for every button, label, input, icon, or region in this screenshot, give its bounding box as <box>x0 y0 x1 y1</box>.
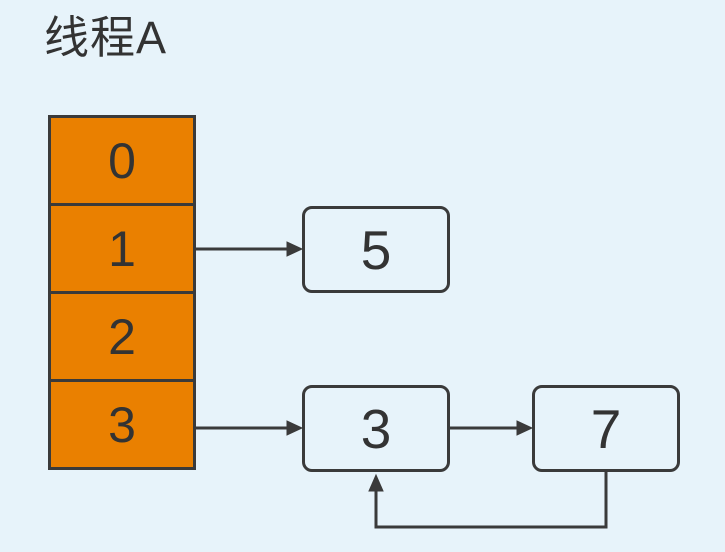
edge-cell1-to-node5 <box>196 241 304 257</box>
array-cell-1-label: 1 <box>108 220 136 277</box>
node-3-value: 3 <box>360 397 392 460</box>
thread-a-array: 0 1 2 3 <box>48 115 196 470</box>
node-3: 3 <box>302 385 450 472</box>
array-cell-0-label: 0 <box>108 132 136 189</box>
array-cell-3: 3 <box>51 379 193 467</box>
node-5-value: 5 <box>360 218 392 281</box>
node-7-value: 7 <box>590 397 622 460</box>
diagram-title: 线程A <box>44 12 168 63</box>
array-cell-3-label: 3 <box>108 396 136 453</box>
node-7: 7 <box>532 385 680 472</box>
array-cell-0: 0 <box>51 118 193 203</box>
node-5: 5 <box>302 206 450 293</box>
array-cell-1: 1 <box>51 203 193 291</box>
edge-node7-to-node3 <box>368 472 608 529</box>
edge-node3-to-node7 <box>450 420 534 436</box>
array-cell-2-label: 2 <box>108 308 136 365</box>
array-cell-2: 2 <box>51 291 193 379</box>
edge-cell3-to-node3 <box>196 420 304 436</box>
